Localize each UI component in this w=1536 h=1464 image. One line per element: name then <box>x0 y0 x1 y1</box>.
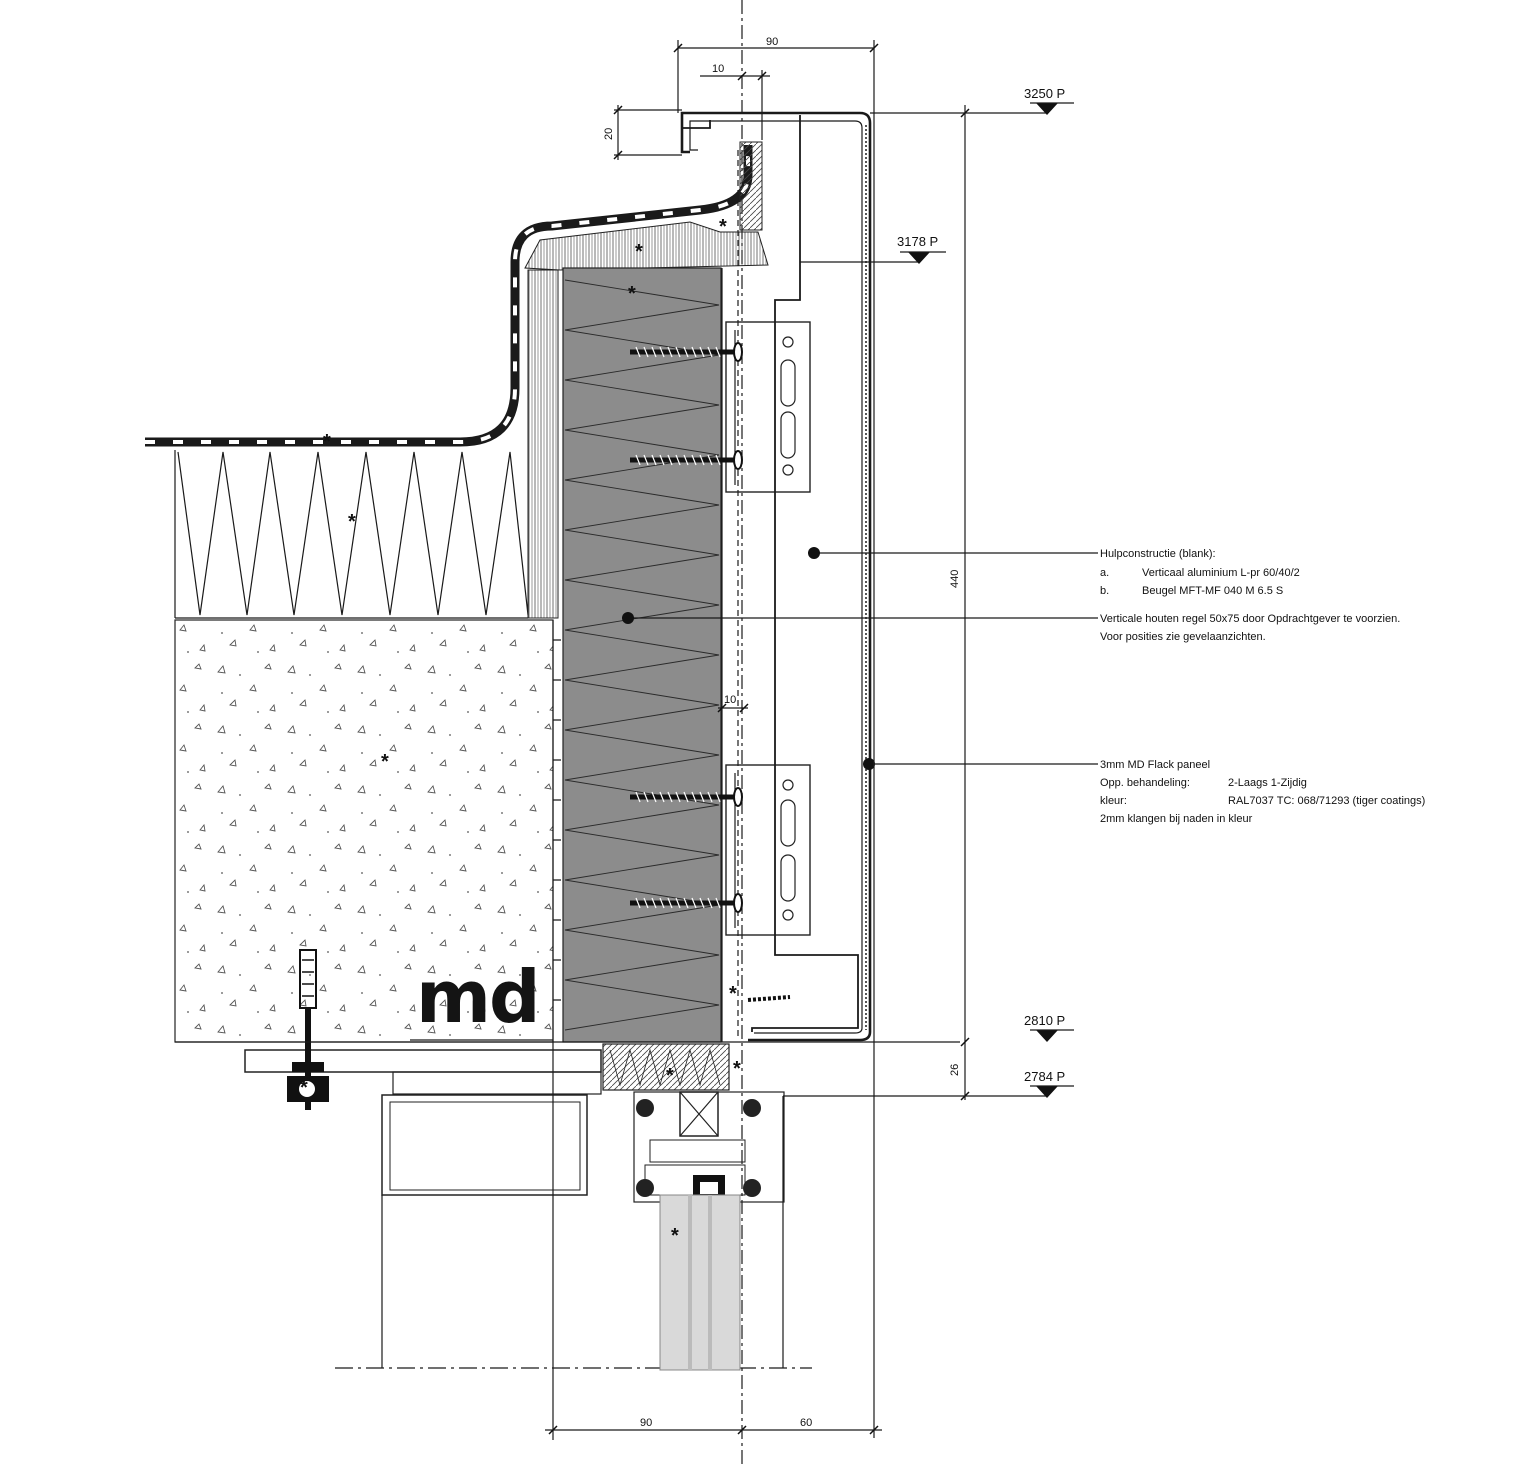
level-markers <box>900 102 1074 1098</box>
bottom-flashing <box>747 995 791 1002</box>
note-panel-treat-key: Opp. behandeling: <box>1100 777 1190 789</box>
level-2784: 2784 P <box>1024 1069 1065 1084</box>
level-3250: 3250 P <box>1024 86 1065 101</box>
asterisk-marker: * <box>628 283 636 305</box>
asterisk-marker: * <box>635 241 643 263</box>
dim-gap: 10 <box>724 694 736 706</box>
asterisk-marker: * <box>671 1225 679 1247</box>
asterisk-marker: * <box>666 1065 674 1087</box>
note-timber: Verticale houten regel 50x75 door Opdrac… <box>1100 613 1400 643</box>
note-panel-color-value: RAL7037 TC: 068/71293 (tiger coatings) <box>1228 795 1425 807</box>
asterisk-markers: * * * * * * * * * * * <box>300 216 741 1247</box>
note-panel-treat-value: 2-Laags 1-Zijdig <box>1228 777 1307 789</box>
dim-bottom-left: 90 <box>640 1417 652 1429</box>
leader-lines <box>622 547 1098 770</box>
dim-bottom-offset: 26 <box>949 1064 961 1076</box>
dim-drip-height: 20 <box>603 128 615 140</box>
timber-upstand <box>527 269 559 619</box>
screws <box>630 342 743 913</box>
md-logo: md <box>416 955 539 1039</box>
roof-insulation <box>174 450 529 619</box>
dim-panel-height: 440 <box>949 570 961 588</box>
asterisk-marker: * <box>381 751 389 773</box>
facade-insulation <box>562 267 722 1043</box>
slab-edge-ticks <box>553 639 561 1001</box>
asterisk-marker: * <box>323 431 331 453</box>
dimension-lines <box>545 40 1048 1438</box>
roof-membrane <box>145 145 753 447</box>
dim-top-offset: 10 <box>712 63 724 75</box>
dim-top-width: 90 <box>766 36 778 48</box>
note-substructure-b-key: b. <box>1100 585 1109 597</box>
asterisk-marker: * <box>300 1077 308 1099</box>
asterisk-marker: * <box>733 1058 741 1080</box>
asterisk-marker: * <box>348 511 356 533</box>
note-panel: 3mm MD Flack paneel Opp. behandeling: 2-… <box>1100 759 1425 825</box>
note-panel-line1: 3mm MD Flack paneel <box>1100 759 1210 771</box>
drip-batten <box>739 141 763 231</box>
note-substructure-a-text: Verticaal aluminium L-pr 60/40/2 <box>1142 567 1300 579</box>
asterisk-marker: * <box>729 983 737 1005</box>
dim-bottom-right: 60 <box>800 1417 812 1429</box>
note-substructure-title: Hulpconstructie (blank): <box>1100 548 1216 560</box>
note-timber-line2: Voor posities zie gevelaanzichten. <box>1100 631 1266 643</box>
note-timber-line1: Verticale houten regel 50x75 door Opdrac… <box>1100 613 1400 625</box>
md-panel <box>680 111 872 1042</box>
note-panel-color-key: kleur: <box>1100 795 1127 807</box>
aluminium-l-profile <box>751 115 859 1032</box>
note-substructure: Hulpconstructie (blank): a. Verticaal al… <box>1100 548 1300 597</box>
asterisk-marker: * <box>719 216 727 238</box>
note-substructure-b-text: Beugel MFT-MF 040 M 6.5 S <box>1142 585 1283 597</box>
anchor-bolt <box>287 949 329 1110</box>
note-substructure-a-key: a. <box>1100 567 1109 579</box>
level-2810: 2810 P <box>1024 1013 1065 1028</box>
level-3178: 3178 P <box>897 234 938 249</box>
window-head-frame <box>244 1042 785 1440</box>
note-panel-line4: 2mm klangen bij naden in kleur <box>1100 813 1253 825</box>
